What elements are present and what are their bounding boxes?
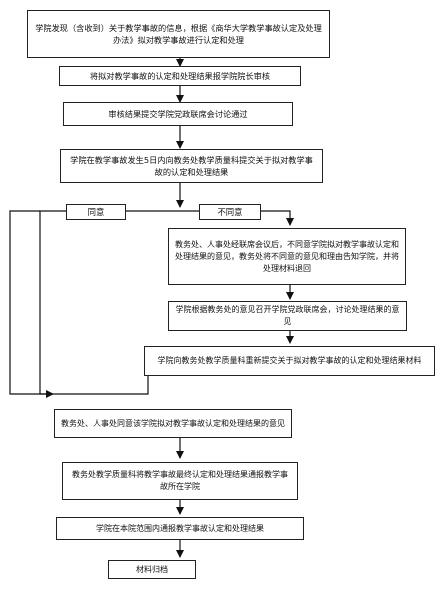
step-8-text: 材料归档 (136, 564, 168, 574)
agree-label-text: 同意 (87, 207, 105, 217)
step-4-text: 学院在教学事故发生5日内向教务处教学质量科提交关于拟对教学事故的认定和处理结果 (70, 155, 313, 177)
disagree-label-text: 不同意 (217, 207, 243, 217)
step-5-box: 教务处、人事处同意该学院拟对教学事故认定和处理结果的意见 (54, 409, 292, 438)
step-4-box: 学院在教学事故发生5日内向教务处教学质量科提交关于拟对教学事故的认定和处理结果 (60, 149, 323, 183)
step-3-text: 审核结果提交学院党政联席会讨论通过 (108, 109, 248, 119)
step-8-box: 材料归档 (108, 560, 196, 579)
disagree-step-3-text: 学院向教务处教学质量科重新提交关于拟对教学事故的认定和处理结果材料 (157, 356, 422, 365)
disagree-step-2-box: 学院根据教务处的意见召开学院党政联席会，讨论处理结果的意见 (168, 301, 407, 331)
disagree-step-2-text: 学院根据教务处的意见召开学院党政联席会，讨论处理结果的意见 (175, 305, 400, 326)
step-2-text: 将拟对教学事故的认定和处理结果报学院院长审核 (89, 71, 271, 81)
step-5-text: 教务处、人事处同意该学院拟对教学事故认定和处理结果的意见 (61, 418, 285, 428)
step-6-box: 教务处教学质量科将教学事故最终认定和处理结果通报教学事故所在学院 (62, 462, 298, 500)
step-1-box: 学院发现（含收到）关于教学事故的信息，根据《商华大学教学事故认定及处理办法》拟对… (27, 10, 330, 58)
step-7-text: 学院在本院范围内通报教学事故认定和处理结果 (96, 523, 264, 533)
agree-label-box: 同意 (66, 204, 126, 220)
loop-back-line (9, 210, 149, 395)
disagree-label-box: 不同意 (199, 204, 261, 220)
disagree-step-3-box: 学院向教务处教学质量科重新提交关于拟对教学事故的认定和处理结果材料 (144, 346, 435, 376)
step-1-text: 学院发现（含收到）关于教学事故的信息，根据《商华大学教学事故认定及处理办法》拟对… (35, 23, 322, 45)
step-6-text: 教务处教学质量科将教学事故最终认定和处理结果通报教学事故所在学院 (72, 470, 288, 491)
step-2-box: 将拟对教学事故的认定和处理结果报学院院长审核 (59, 66, 301, 86)
disagree-step-1-box: 教务处、人事处经联席会议后，不同意学院拟对教学事故认定和处理结果的意见，教务处将… (168, 228, 406, 285)
step-7-box: 学院在本院范围内通报教学事故认定和处理结果 (56, 517, 304, 540)
step-3-box: 审核结果提交学院党政联席会讨论通过 (63, 102, 293, 126)
disagree-step-1-text: 教务处、人事处经联席会议后，不同意学院拟对教学事故认定和处理结果的意见，教务处将… (175, 239, 399, 273)
